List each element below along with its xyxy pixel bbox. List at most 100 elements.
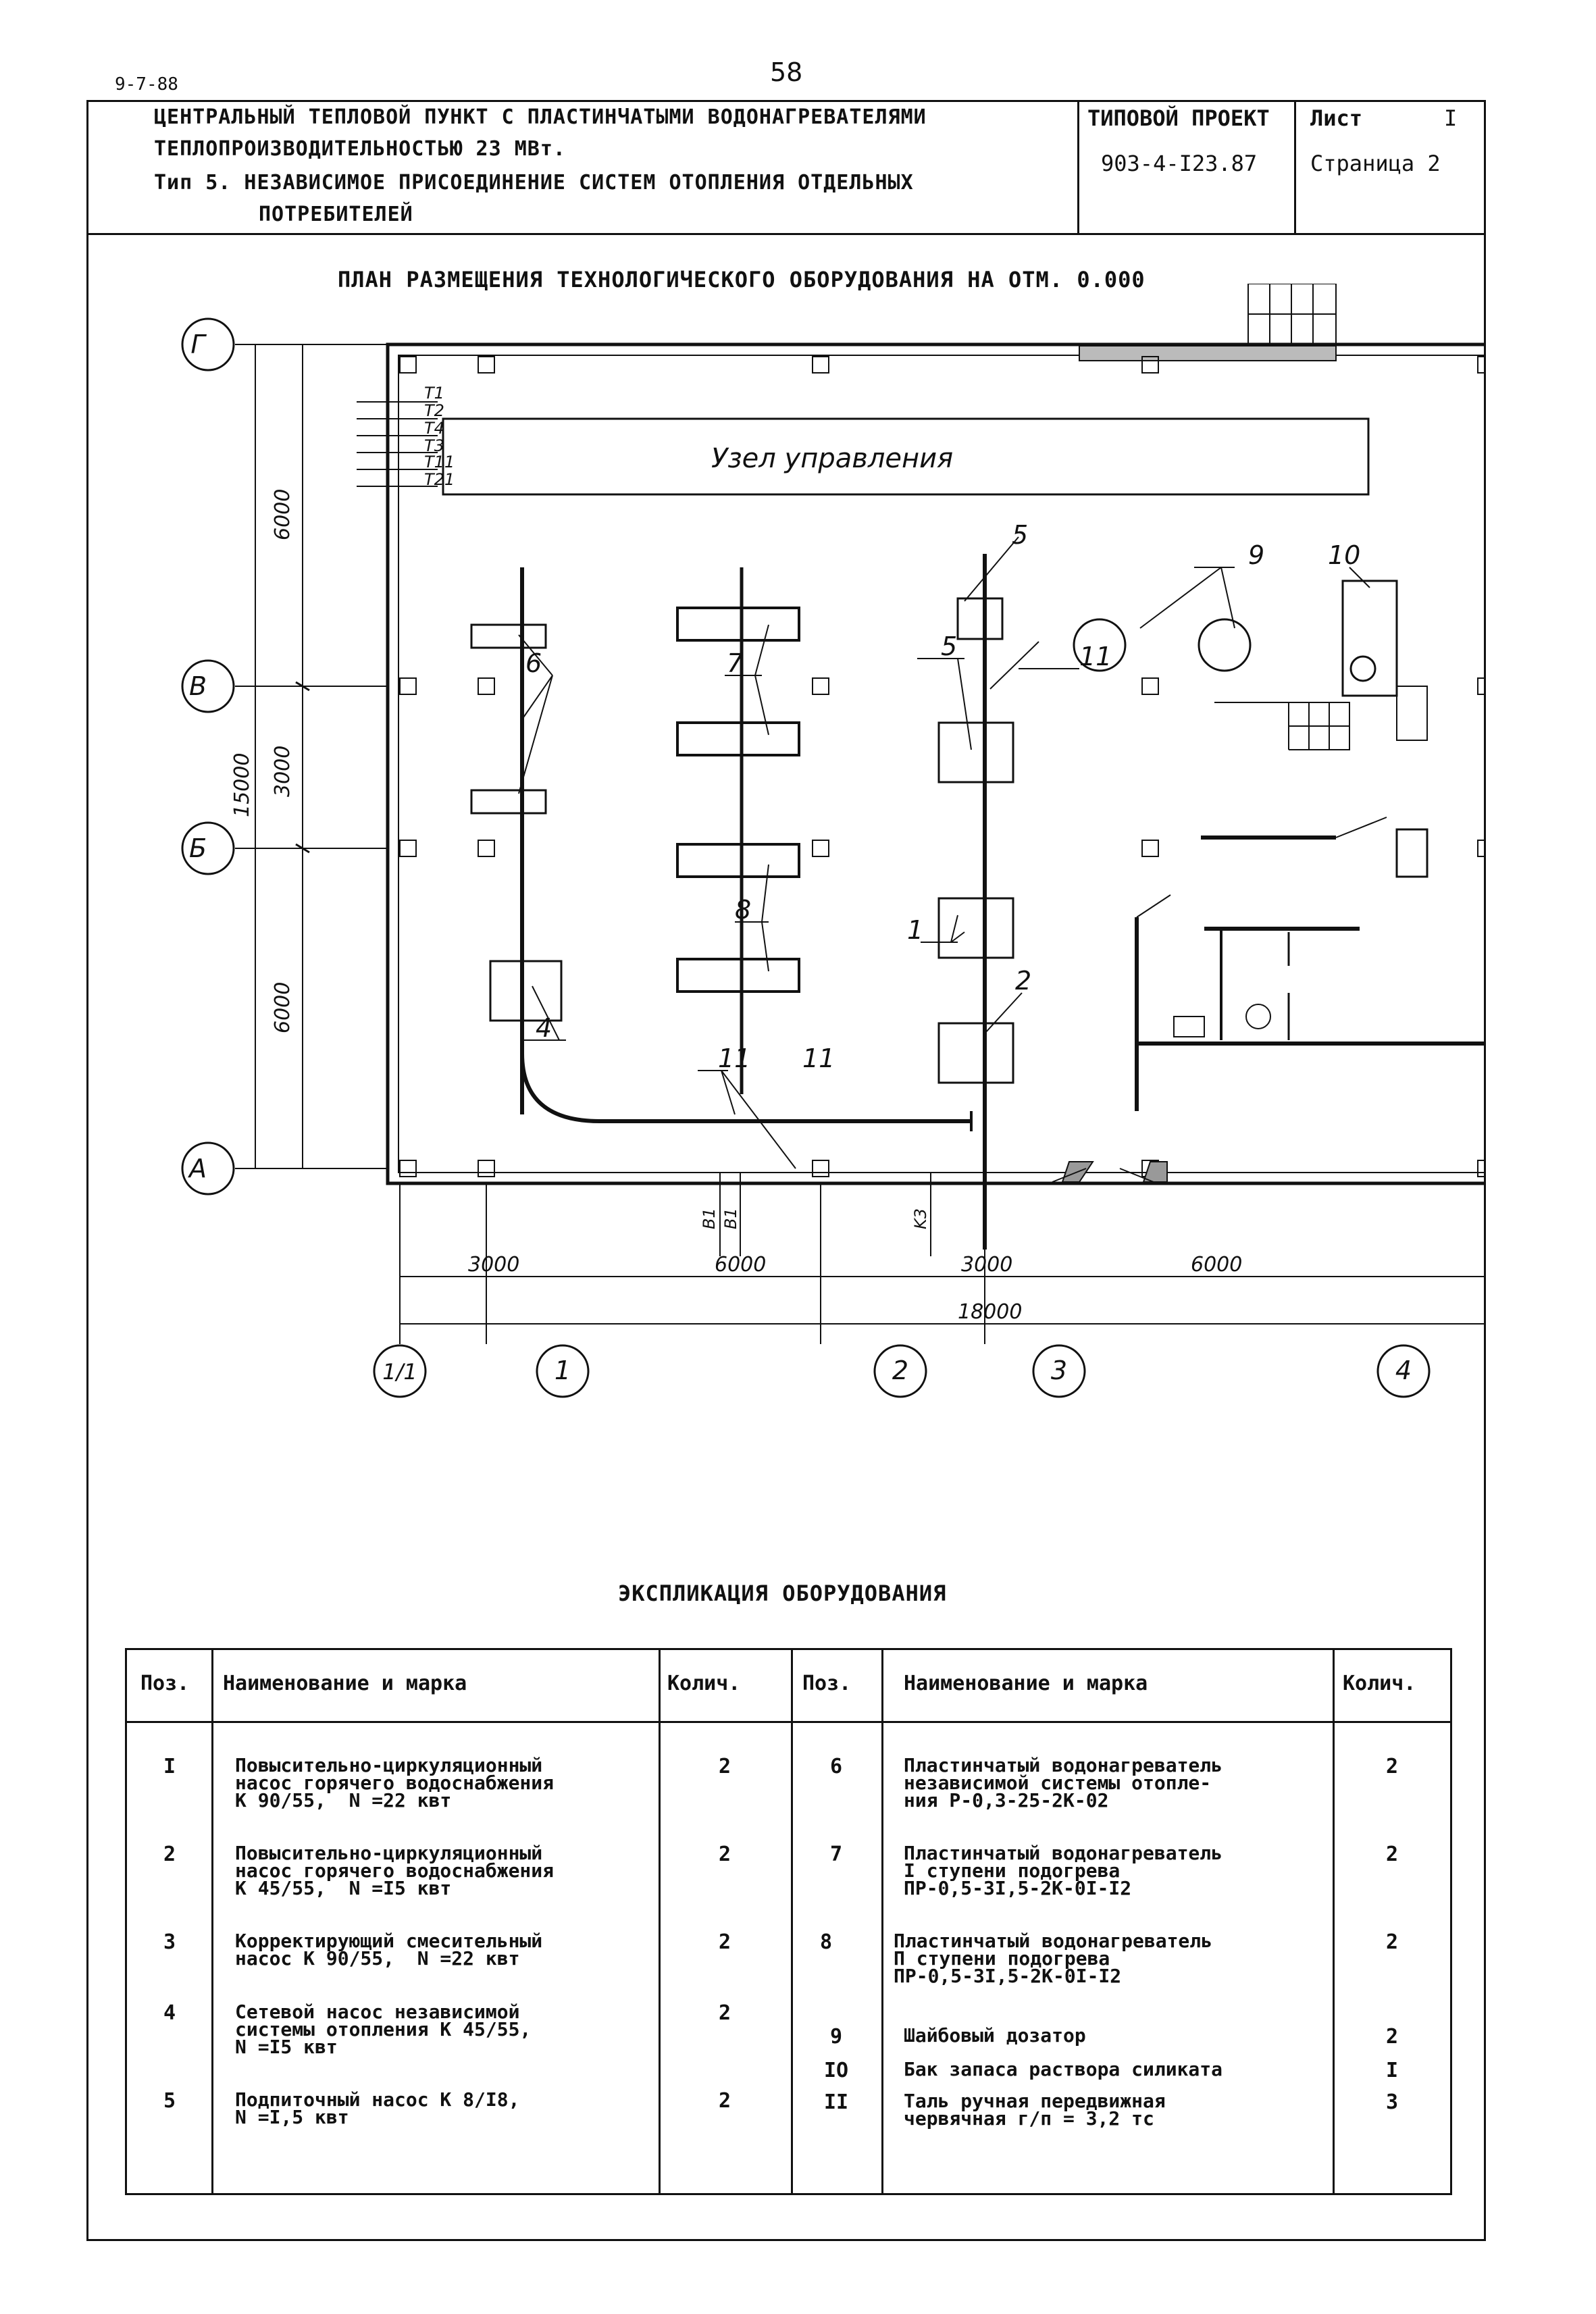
axis-label-g: Г <box>190 330 207 359</box>
dim-horizontal: 6000 <box>715 1253 766 1277</box>
header-name: Наименование и марка <box>904 1672 1148 1695</box>
sheet-value: I <box>1444 105 1458 131</box>
table-divider <box>211 1650 213 2193</box>
project-number: 903-4-I23.87 <box>1101 151 1258 176</box>
row-qty: 2 <box>718 2089 731 2113</box>
pipe-label: T3 <box>424 436 444 455</box>
pipe-label: T4 <box>424 419 444 438</box>
table-divider <box>1333 1650 1335 2193</box>
row-pos: 3 <box>163 1930 176 1954</box>
pipe-label: B1 <box>721 1208 740 1229</box>
callout-label: 7 <box>727 648 743 678</box>
header-name: Наименование и марка <box>223 1672 467 1695</box>
row-qty: 2 <box>718 1930 731 1954</box>
sheet-label: Лист <box>1310 105 1363 131</box>
row-name: Повысительно-циркуляционный насос горяче… <box>235 1754 555 1811</box>
dim-horizontal: 6000 <box>1191 1253 1242 1277</box>
title-line-3: Тип 5. НЕЗАВИСИМОЕ ПРИСОЕДИНЕНИЕ СИСТЕМ … <box>154 171 914 195</box>
wall-hatch <box>1079 345 1337 361</box>
callout-label: 1 <box>907 915 923 945</box>
callout-label: 5 <box>941 632 957 661</box>
hoist-rail-curve <box>520 1053 971 1123</box>
row-name: Пластинчатый водонагреватель I ступени п… <box>904 1842 1223 1899</box>
tank-10 <box>1341 580 1398 697</box>
callout-label: 2 <box>1015 966 1031 996</box>
building-wall <box>386 342 1486 1185</box>
row-pos: 7 <box>829 1843 843 1866</box>
row-qty: I <box>1385 2059 1399 2082</box>
row-name: Шайбовый дозатор <box>904 2024 1086 2047</box>
row-qty: 2 <box>718 1843 731 1866</box>
row-name: Сетевой насос независимой системы отопле… <box>235 2001 532 2058</box>
callout-label: 5 <box>1012 520 1028 550</box>
row-name: Пластинчатый водонагреватель независимой… <box>904 1754 1223 1811</box>
heat-exchanger-7 <box>676 721 800 756</box>
table-divider <box>791 1650 793 2193</box>
axis-label-1: 1 <box>555 1356 571 1385</box>
control-unit-label: Узел управления <box>711 443 953 474</box>
axis-marker-a <box>181 1141 235 1195</box>
header-qty: Колич. <box>667 1672 741 1695</box>
row-qty: 2 <box>1385 1930 1399 1954</box>
callout-label: 11 <box>802 1044 835 1073</box>
row-qty: 2 <box>718 1755 731 1778</box>
row-qty: 2 <box>1385 2025 1399 2049</box>
row-name: Бак запаса раствора силиката <box>904 2058 1223 2080</box>
pipe-label: T21 <box>424 470 455 489</box>
drawing-frame <box>86 100 1486 2241</box>
row-pos: IO <box>823 2059 849 2082</box>
row-qty: 3 <box>1385 2090 1399 2114</box>
building-wall-inner <box>398 355 1486 1173</box>
callout-label: 10 <box>1328 540 1360 570</box>
axis-label-a: А <box>187 1154 207 1183</box>
callout-label: 6 <box>525 648 542 678</box>
axis-marker-b <box>181 821 235 875</box>
dim-vertical: 6000 <box>271 982 294 1033</box>
row-qty: 2 <box>718 2001 731 2025</box>
explication-title: ЭКСПЛИКАЦИЯ ОБОРУДОВАНИЯ <box>618 1580 947 1606</box>
row-qty: 2 <box>1385 1843 1399 1866</box>
row-pos: 4 <box>163 2001 176 2025</box>
pump-1 <box>937 897 1014 959</box>
title-divider <box>1294 100 1296 235</box>
stair-middle <box>1214 686 1428 750</box>
pump-4 <box>489 960 563 1022</box>
title-line-1: ЦЕНТРАЛЬНЫЙ ТЕПЛОВОЙ ПУНКТ С ПЛАСТИНЧАТЫ… <box>154 105 927 129</box>
pump-2 <box>937 1022 1014 1084</box>
doser-9 <box>1073 618 1127 672</box>
row-pos: I <box>163 1755 176 1778</box>
pump-5 <box>956 597 1004 640</box>
row-pos: 2 <box>163 1843 176 1866</box>
header-pos: Поз. <box>802 1672 852 1695</box>
page-number: 58 <box>770 57 803 87</box>
pipe-label: B1 <box>700 1208 719 1229</box>
row-name: Повысительно-циркуляционный насос горяче… <box>235 1842 555 1899</box>
stair-top <box>1247 284 1337 345</box>
table-header-rule <box>127 1721 1450 1723</box>
row-name: Подпиточный насос К 8/I8, N =I,5 квт <box>235 2088 520 2128</box>
axis-label-2: 2 <box>892 1356 908 1385</box>
row-pos: 8 <box>819 1930 833 1954</box>
pipe-stubs-left <box>357 401 438 487</box>
doser-9 <box>1198 618 1252 672</box>
table-divider <box>881 1650 883 2193</box>
axis-marker-2 <box>873 1344 927 1398</box>
axis-label-4: 4 <box>1395 1356 1412 1385</box>
project-label: ТИПОВОЙ ПРОЕКТ <box>1087 105 1270 131</box>
axis-label-3: 3 <box>1051 1356 1067 1385</box>
row-pos: 9 <box>829 2025 843 2049</box>
row-pos: 5 <box>163 2089 176 2113</box>
title-divider <box>1077 100 1079 235</box>
axis-marker-v <box>181 659 235 713</box>
axis-marker-1-1 <box>373 1344 427 1398</box>
header-pos: Поз. <box>140 1672 190 1695</box>
row-name: Пластинчатый водонагреватель П ступени п… <box>894 1930 1213 1987</box>
document-code: 9-7-88 <box>115 74 178 95</box>
row-name: Таль ручная передвижная червячная г/п = … <box>904 2090 1166 2130</box>
axis-label-b: Б <box>189 833 207 863</box>
callout-label: 4 <box>536 1013 552 1043</box>
axis-marker-4 <box>1376 1344 1431 1398</box>
dim-vertical-total: 15000 <box>230 753 254 817</box>
heat-exchanger-8 <box>676 843 800 878</box>
heat-exchanger-7 <box>676 607 800 642</box>
